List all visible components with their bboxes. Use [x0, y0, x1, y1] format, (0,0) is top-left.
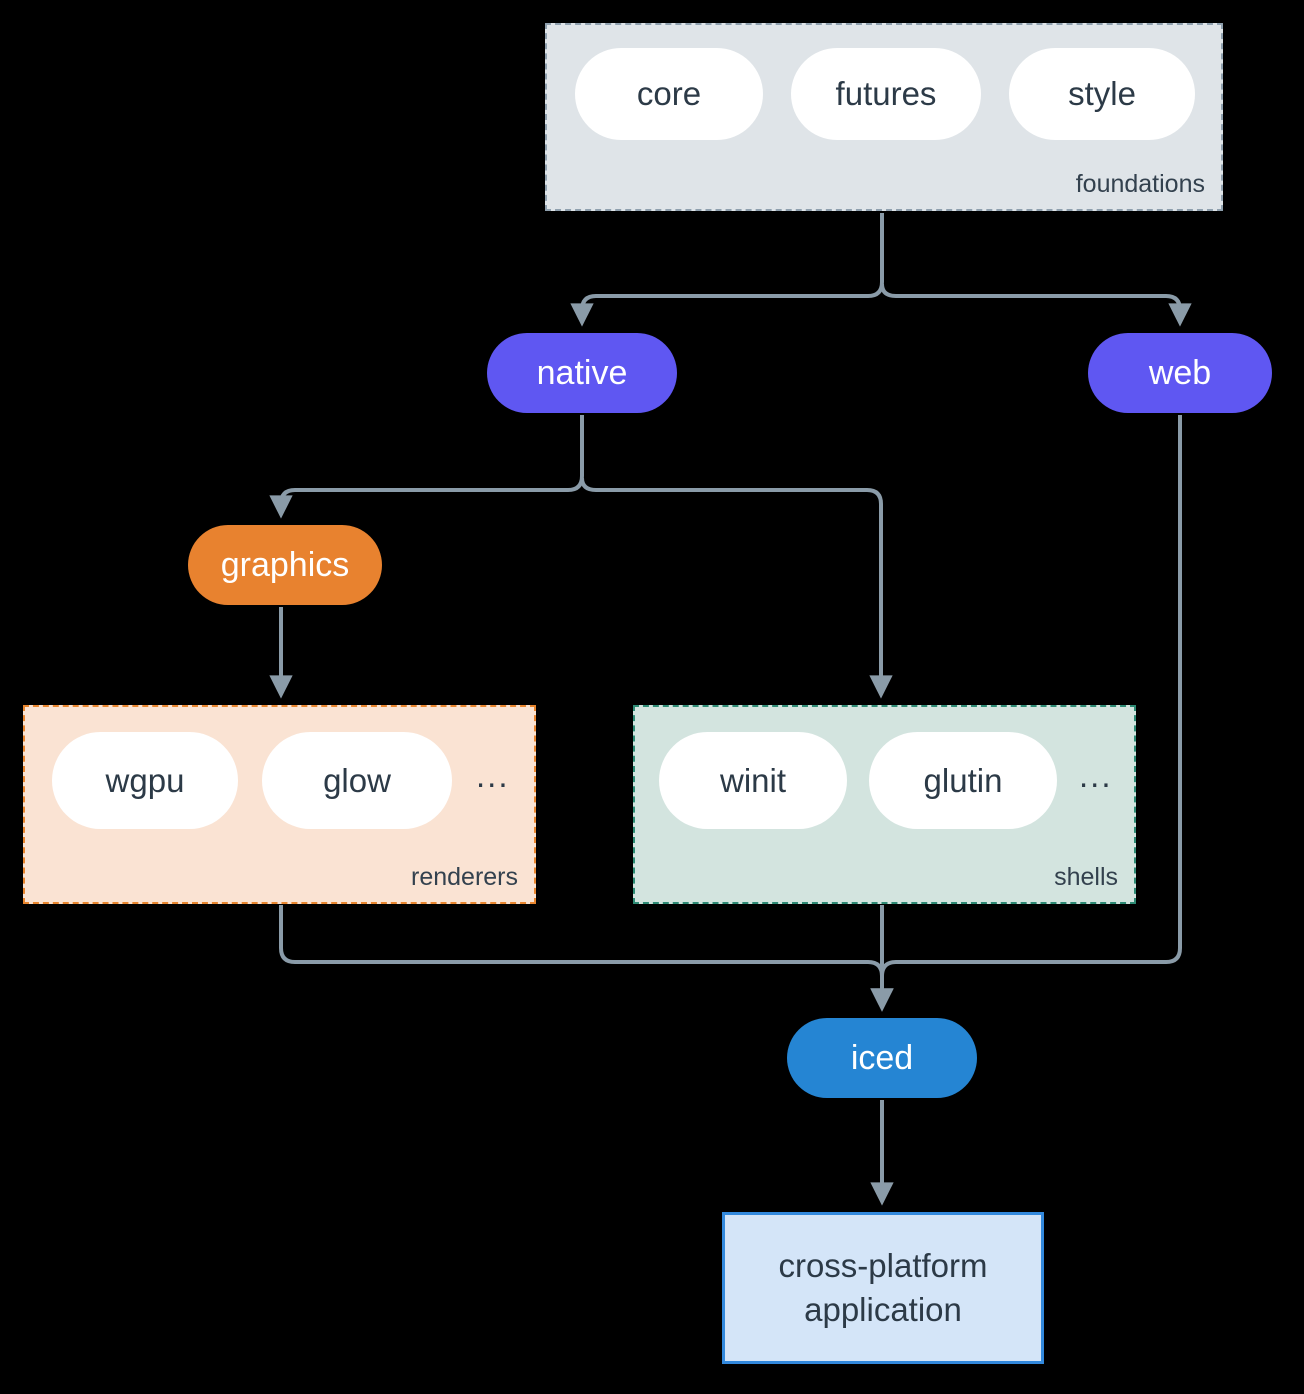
group-label-renderers: renderers	[411, 863, 518, 891]
node-winit[interactable]: winit	[659, 732, 847, 829]
app-label-line2: application	[804, 1291, 962, 1328]
foundations-items: core futures style	[575, 48, 1195, 140]
node-web[interactable]: web	[1088, 333, 1272, 413]
shells-items: winit glutin ...	[659, 732, 1113, 829]
edge-foundations-native	[570, 213, 884, 327]
renderers-items: wgpu glow ...	[52, 732, 510, 829]
node-core[interactable]: core	[575, 48, 763, 140]
node-glow[interactable]: glow	[262, 732, 452, 829]
node-iced[interactable]: iced	[787, 1018, 977, 1098]
renderers-more-ellipsis: ...	[476, 757, 510, 794]
group-shells: winit glutin ... shells	[633, 705, 1136, 904]
node-glutin[interactable]: glutin	[869, 732, 1057, 829]
group-label-foundations: foundations	[1075, 170, 1205, 198]
app-label-line1: cross-platform	[778, 1247, 988, 1285]
edge-foundations-web	[880, 283, 1192, 327]
node-style[interactable]: style	[1009, 48, 1195, 140]
node-graphics[interactable]: graphics	[188, 525, 382, 605]
edge-native-graphics	[269, 415, 584, 519]
shells-more-ellipsis: ...	[1079, 757, 1113, 794]
node-wgpu[interactable]: wgpu	[52, 732, 238, 829]
edge-renderers-iced	[279, 905, 894, 1012]
node-cross-platform-application[interactable]: cross-platform application	[722, 1212, 1044, 1364]
group-foundations: core futures style foundations	[545, 23, 1223, 211]
group-renderers: wgpu glow ... renderers	[23, 705, 536, 904]
node-native[interactable]: native	[487, 333, 677, 413]
group-label-shells: shells	[1054, 863, 1118, 891]
edge-native-shells	[580, 477, 893, 699]
node-futures[interactable]: futures	[791, 48, 981, 140]
